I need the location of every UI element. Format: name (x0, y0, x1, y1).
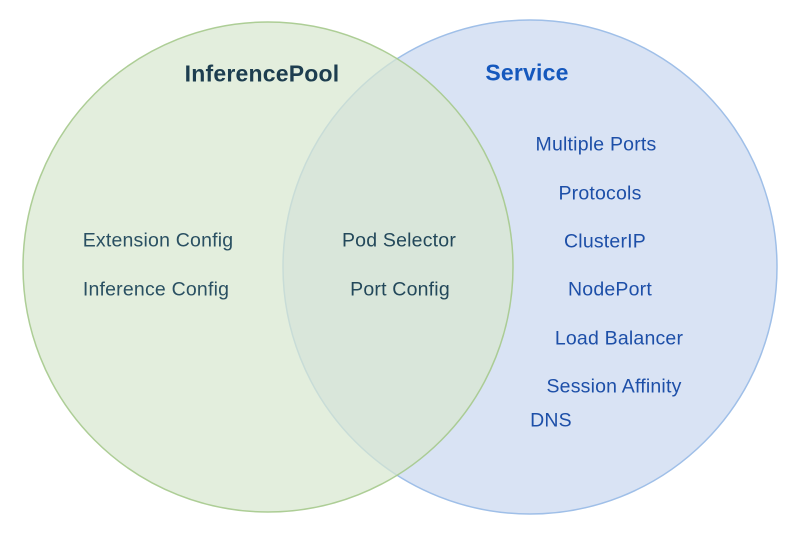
overlap-item: Port Config (350, 278, 450, 301)
service-item: Protocols (558, 182, 642, 205)
service-item: NodePort (568, 278, 652, 301)
service-item: DNS (530, 409, 572, 432)
service-item: Session Affinity (546, 375, 682, 398)
inferencepool-circle (22, 21, 514, 513)
service-title: Service (485, 59, 569, 86)
inferencepool-item: Extension Config (82, 229, 234, 252)
service-item: ClusterIP (564, 230, 646, 253)
service-item: Load Balancer (554, 327, 684, 350)
overlap-item: Pod Selector (341, 229, 457, 252)
inferencepool-title: InferencePool (184, 60, 340, 87)
inferencepool-item: Inference Config (82, 278, 230, 301)
service-item: Multiple Ports (535, 133, 657, 156)
